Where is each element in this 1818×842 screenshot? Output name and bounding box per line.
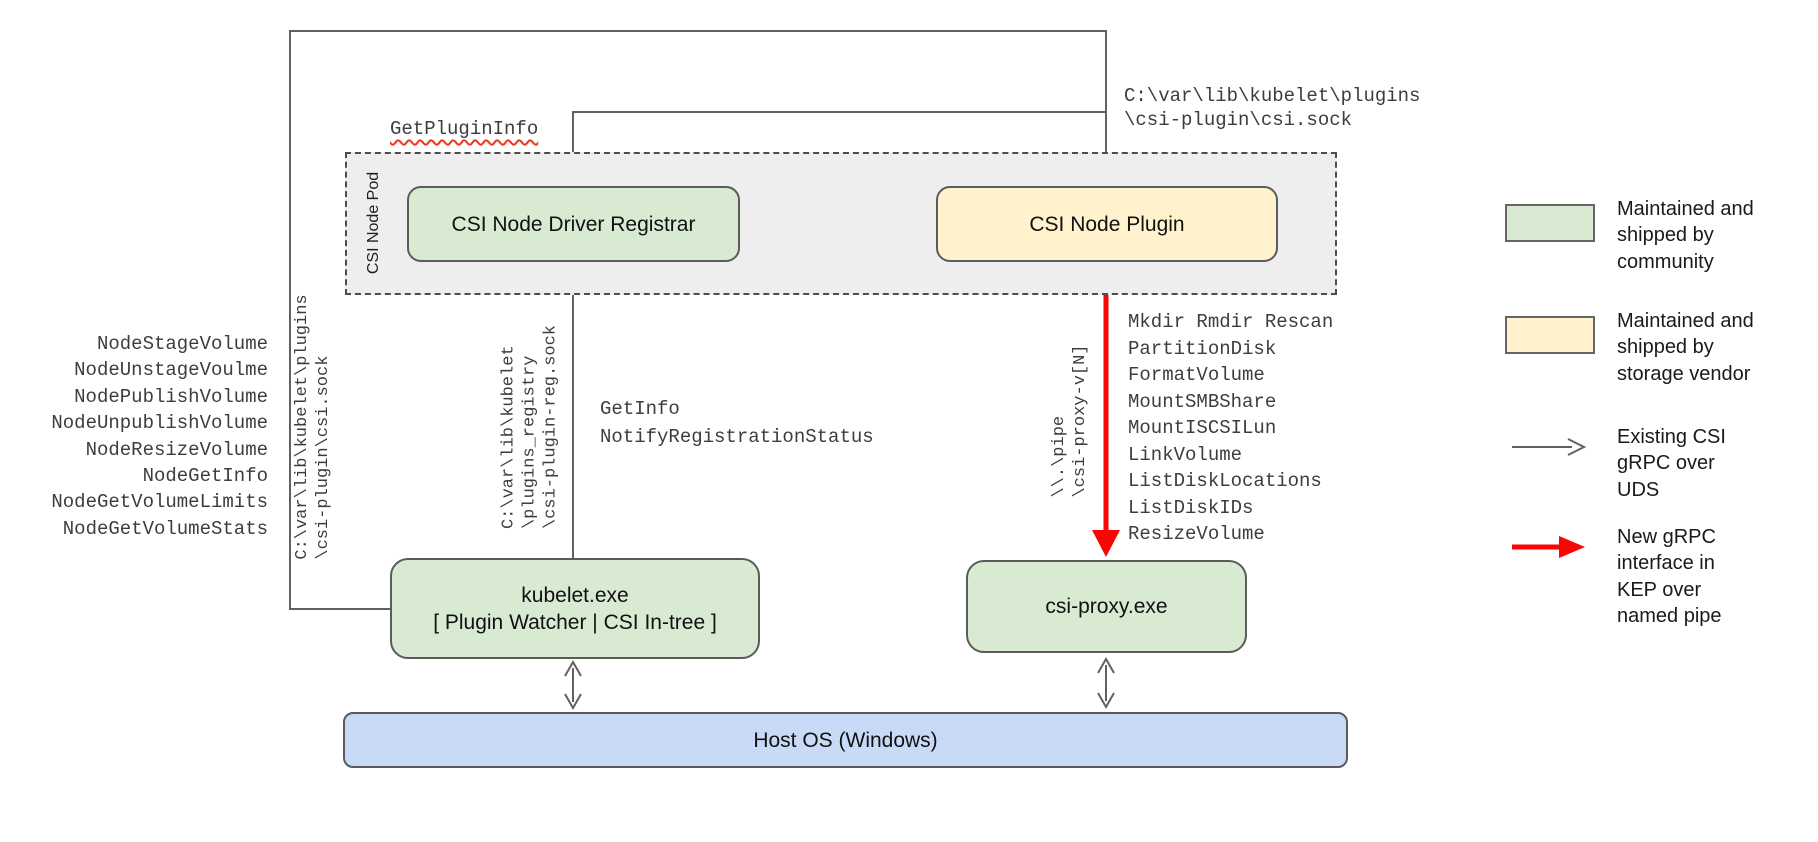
legend-community-swatch: [1505, 204, 1595, 242]
text-line: ResizeVolume: [1128, 523, 1265, 545]
host-os-box: Host OS (Windows): [343, 712, 1348, 768]
legend-community-label: Maintained and shipped by community: [1617, 198, 1754, 273]
kubelet-host-arrowhead-down: [564, 693, 582, 711]
csi-proxy-box: csi-proxy.exe: [966, 560, 1247, 653]
csi-sock-vertical-label: C:\var\lib\kubelet\plugins\csi-plugin\cs…: [292, 294, 334, 559]
kubelet-host-arrowhead-up: [564, 659, 582, 677]
legend-red-arrowhead: [1559, 536, 1585, 558]
csi-sock-path-label: C:\var\lib\kubelet\plugins\csi-plugin\cs…: [1124, 84, 1420, 132]
text-line: NodeResizeVolume: [85, 438, 268, 461]
text-line: NodeUnstageVoulme: [74, 359, 268, 382]
kubelet-label-line1: kubelet.exe: [521, 583, 629, 607]
legend-existing-grpc-label: Existing CSI gRPC over UDS: [1617, 426, 1726, 501]
text-line: NodeStageVolume: [96, 333, 268, 355]
kubelet-box: kubelet.exe [ Plugin Watcher | CSI In-tr…: [390, 558, 760, 659]
text-line: C:\var\lib\kubelet\plugins: [293, 294, 312, 560]
csi-node-plugin-box: CSI Node Plugin: [936, 186, 1278, 262]
text-line: FormatVolume: [1128, 364, 1265, 386]
text-line: \plugins_registry: [520, 355, 540, 530]
csi-node-pod-label: CSI Node Pod: [365, 171, 382, 275]
text-line: NodeGetVolumeLimits: [51, 491, 268, 514]
text-line: \csi-plugin-reg.sock: [541, 324, 561, 530]
text-line: C:\var\lib\kubelet: [499, 345, 519, 530]
legend-vendor-label: Maintained and shipped by storage vendor: [1617, 310, 1754, 385]
legend-gray-arrowhead: [1567, 438, 1587, 456]
text-line: MountISCSILun: [1128, 417, 1277, 439]
text-line: \csi-proxy-v[N]: [1071, 344, 1090, 498]
registration-sock-vertical-label: C:\var\lib\kubelet\plugins_registry\csi-…: [499, 325, 562, 529]
text-line: NodeUnpublishVolume: [51, 412, 268, 435]
text-line: ListDiskLocations: [1128, 470, 1322, 492]
text-line: C:\var\lib\kubelet\plugins: [1124, 85, 1421, 107]
text-line: MountSMBShare: [1128, 390, 1277, 413]
text-line: PartitionDisk: [1128, 337, 1277, 360]
csi-node-driver-registrar-label: CSI Node Driver Registrar: [451, 212, 696, 236]
named-pipe-vertical-label: \\.\pipe\csi-proxy-v[N]: [1049, 344, 1091, 497]
text-line: NodeGetInfo: [142, 465, 268, 488]
text-line: NodeGetVolumeStats: [62, 517, 268, 540]
text-line: \\.\pipe: [1050, 415, 1069, 498]
legend-vendor-swatch: [1505, 316, 1595, 354]
csi-node-plugin-label: CSI Node Plugin: [1029, 212, 1185, 236]
text-line: NodePublishVolume: [74, 385, 268, 408]
text-line: \csi-plugin\csi.sock: [314, 355, 333, 560]
legend-new-grpc-label: New gRPC interface in KEP over named pip…: [1617, 526, 1722, 627]
host-os-label: Host OS (Windows): [753, 728, 938, 752]
text-line: NotifyRegistrationStatus: [600, 426, 874, 448]
text-line: Mkdir Rmdir Rescan: [1128, 311, 1334, 333]
proxy-host-arrowhead-up: [1097, 656, 1115, 674]
csi-proxy-label: csi-proxy.exe: [1045, 595, 1168, 618]
text-line: ListDiskIDs: [1128, 496, 1254, 519]
text-line: \csi-plugin\csi.sock: [1124, 109, 1353, 131]
text-line: LinkVolume: [1128, 443, 1243, 466]
plugin-to-proxy-red-arrowhead: [1092, 530, 1120, 557]
kubelet-label-line2: [ Plugin Watcher | CSI In-tree ]: [433, 610, 717, 634]
text-line: GetInfo: [600, 398, 680, 420]
csi-node-driver-registrar-box: CSI Node Driver Registrar: [407, 186, 740, 262]
get-plugin-info-label: GetPluginInfo: [390, 118, 539, 140]
proxy-host-arrowhead-down: [1097, 692, 1115, 710]
